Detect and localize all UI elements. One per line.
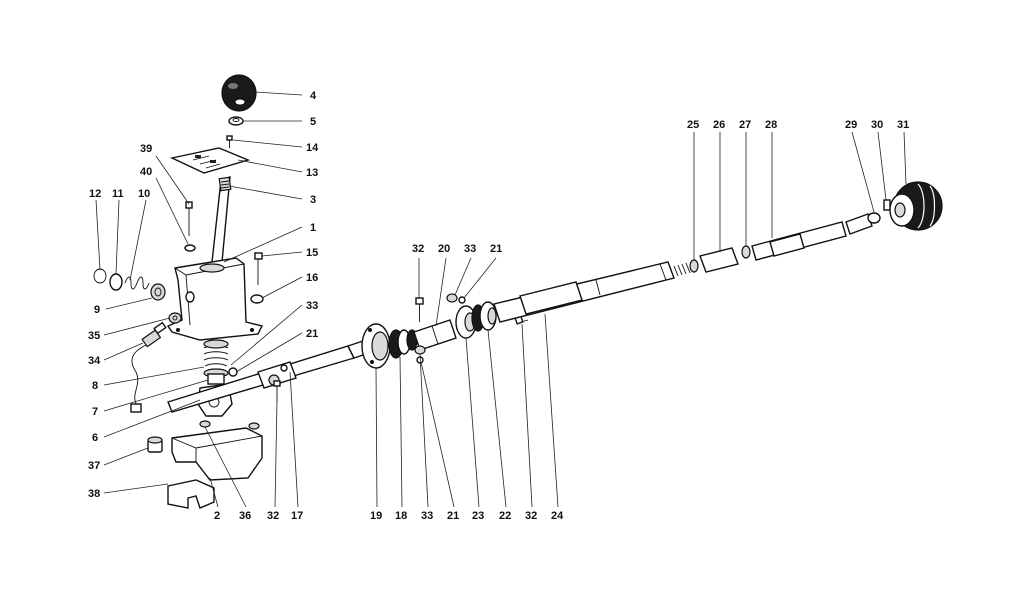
label-5: 5	[310, 116, 316, 128]
label-14: 14	[306, 142, 319, 154]
label-21b: 21	[490, 243, 502, 255]
threaded-end-25	[673, 259, 699, 277]
label-22: 22	[499, 510, 511, 522]
part-number-labels: 4 5 14 39 13 40 12 11 10 3 1 15 16 9 33 …	[88, 90, 909, 522]
rod-joint-17	[257, 361, 297, 389]
coupling-26	[699, 247, 739, 273]
label-15: 15	[306, 247, 318, 259]
label-10: 10	[138, 188, 150, 200]
label-33c: 33	[421, 510, 433, 522]
label-34: 34	[88, 355, 101, 367]
nut-16	[250, 294, 264, 304]
washer-35	[168, 312, 182, 324]
label-19: 19	[370, 510, 382, 522]
label-32c: 32	[525, 510, 537, 522]
label-24: 24	[551, 510, 564, 522]
label-23: 23	[472, 510, 484, 522]
parts-drawing	[93, 74, 943, 509]
nut-27	[741, 245, 751, 259]
lever-housing	[166, 257, 264, 341]
label-18: 18	[395, 510, 407, 522]
label-33b: 33	[464, 243, 476, 255]
knob-nut	[228, 116, 244, 126]
label-30: 30	[871, 119, 883, 131]
rod-28	[751, 221, 847, 261]
label-27: 27	[739, 119, 751, 131]
spring-cup	[203, 368, 229, 385]
plate-screw	[226, 135, 233, 148]
label-29: 29	[845, 119, 857, 131]
flange-22	[471, 301, 497, 332]
label-37: 37	[88, 460, 100, 472]
label-21c: 21	[447, 510, 459, 522]
label-9: 9	[94, 304, 100, 316]
label-2: 2	[214, 510, 220, 522]
label-32b: 32	[412, 243, 424, 255]
support-38	[167, 479, 215, 509]
boot-18	[388, 329, 418, 359]
label-32a: 32	[267, 510, 279, 522]
label-17: 17	[291, 510, 303, 522]
label-26: 26	[713, 119, 725, 131]
lever-spring	[203, 339, 229, 367]
bush-37	[147, 436, 163, 453]
label-39: 39	[140, 143, 152, 155]
label-7: 7	[92, 406, 98, 418]
label-3: 3	[310, 194, 316, 206]
linkage-tube-24	[493, 261, 675, 323]
spring-rings	[93, 268, 166, 301]
label-38: 38	[88, 488, 100, 500]
bushing-31	[889, 181, 943, 231]
gear-knob	[221, 74, 257, 112]
pin-30	[883, 199, 891, 211]
sleeve-20	[413, 319, 457, 351]
bolt-15	[254, 252, 263, 285]
label-33a: 33	[306, 300, 318, 312]
label-16: 16	[306, 272, 318, 284]
label-35: 35	[88, 330, 100, 342]
leader-lines	[95, 91, 907, 508]
bolt-39	[184, 201, 196, 252]
label-31: 31	[897, 119, 909, 131]
screw-21-left	[228, 367, 238, 377]
label-20: 20	[438, 243, 450, 255]
bolt-32-left	[273, 380, 281, 402]
label-11: 11	[112, 188, 124, 200]
label-6: 6	[92, 432, 98, 444]
label-12: 12	[89, 188, 101, 200]
bolt-32-mid	[415, 297, 424, 322]
label-8: 8	[92, 380, 98, 392]
label-40: 40	[140, 166, 152, 178]
label-4: 4	[310, 90, 317, 102]
label-13: 13	[306, 167, 318, 179]
flange-19	[361, 323, 391, 369]
label-36: 36	[239, 510, 251, 522]
gate-plate	[169, 147, 251, 174]
label-28: 28	[765, 119, 777, 131]
label-21a: 21	[306, 328, 318, 340]
reverse-switch	[130, 321, 167, 413]
lower-bracket	[171, 420, 263, 481]
nut-33-mid	[446, 293, 466, 304]
label-1: 1	[310, 222, 316, 234]
ball-joint-29	[845, 212, 881, 235]
gear-lever	[211, 175, 232, 263]
label-25: 25	[687, 119, 699, 131]
